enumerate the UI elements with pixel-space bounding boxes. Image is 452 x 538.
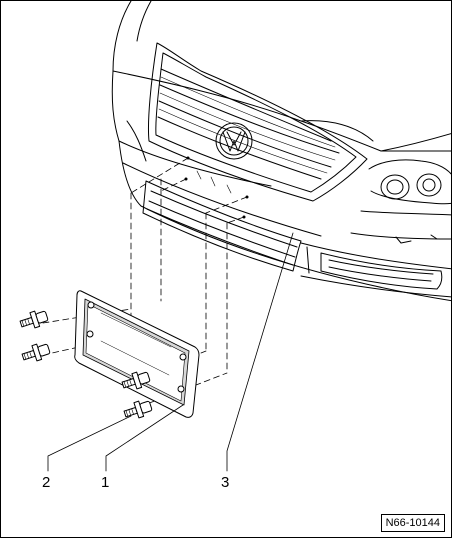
callout-2: 2: [42, 474, 51, 491]
expanding-rivets: [19, 310, 153, 419]
vw-badge: [215, 122, 253, 160]
rivet-2: [21, 343, 51, 362]
radiator-grille: [147, 42, 368, 202]
callout-3: 3: [221, 474, 230, 491]
license-plate-bracket: [74, 290, 200, 418]
leader-2: [47, 415, 132, 472]
lower-grille: [142, 170, 302, 272]
leader-1: [105, 404, 184, 472]
bumper-assembly: [111, 1, 451, 302]
fog-lamp-grille: [300, 242, 451, 298]
figure-reference-label: N66-10144: [380, 514, 445, 532]
headlamp: [300, 120, 451, 244]
callout-1: 1: [101, 474, 110, 491]
leader-lines: [47, 232, 294, 472]
rivet-1: [19, 310, 49, 329]
rivet-4: [123, 400, 153, 419]
leader-3: [226, 232, 294, 472]
rivet-3: [121, 371, 151, 390]
